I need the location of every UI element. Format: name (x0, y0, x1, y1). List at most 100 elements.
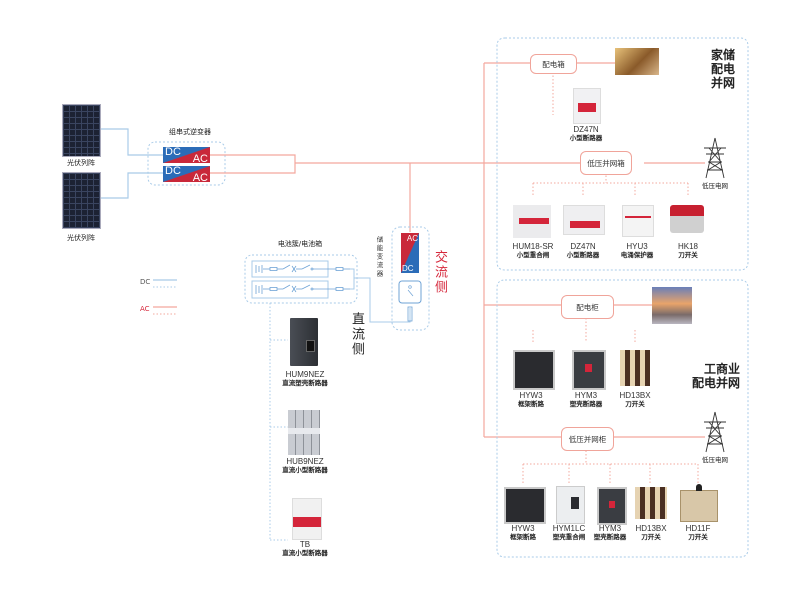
inverter-unit: DC AC (163, 147, 210, 163)
dc-text: DC (402, 264, 414, 273)
device-model: HUM9NEZ (285, 370, 325, 379)
device-caption: DZ47N 小型断路器 (555, 242, 611, 260)
device-image-hym1lc (556, 486, 585, 524)
inverter-label: 组串式逆变器 (169, 128, 211, 136)
device-image-hum18sr (513, 205, 551, 238)
device-caption: HYM3 塑壳断路器 (558, 391, 614, 409)
device-desc: 刀开关 (678, 251, 698, 259)
dc-side-label: 直流侧 (349, 312, 364, 357)
device-model: DZ47N (573, 125, 599, 134)
device-image-hd11f (680, 484, 718, 522)
legend-dc-label: DC (140, 278, 151, 286)
dc-line-pv1 (100, 128, 163, 156)
title-line: 配电 (710, 62, 735, 76)
device-model: HUB9NEZ (286, 457, 324, 466)
grid-label: 低压电网 (702, 456, 728, 464)
pcs-unit: AC DC (401, 233, 419, 273)
device-desc: 塑壳断路器 (569, 400, 603, 408)
device-desc: 塑壳重合闸 (552, 533, 586, 541)
device-caption: HUM9NEZ 直流塑壳断路器 (270, 370, 340, 388)
device-caption: HYM1LC 塑壳重合闸 (542, 524, 596, 542)
pcs-label: 储能变流器 (375, 236, 383, 279)
device-model: HD13BX (635, 524, 667, 533)
device-image-hyu3 (622, 205, 654, 237)
grid-label: 低压电网 (702, 182, 728, 190)
ac-side-label: 交流侧 (432, 250, 447, 295)
grid-cabinet-node[interactable]: 低压并网柜 (561, 427, 614, 451)
device-caption: HYM3 塑壳断路器 (583, 524, 637, 542)
device-image-hym3 (597, 487, 627, 525)
commercial-region (496, 279, 749, 558)
title-line: 并网 (710, 76, 735, 90)
device-model: HYW3 (511, 524, 535, 533)
device-image-dz47n-4p (563, 205, 605, 235)
title-line: 工商业 (703, 362, 740, 376)
device-model: DZ47N (570, 242, 596, 251)
device-caption: DZ47N 小型断路器 (556, 125, 616, 143)
home-interior-image (615, 48, 659, 75)
inverter-unit: DC AC (163, 166, 210, 182)
device-desc: 框架断路 (518, 400, 544, 408)
device-image-hd13bx (620, 350, 650, 386)
battery-label: 电池簇/电池箱 (277, 240, 323, 248)
device-desc: 刀开关 (688, 533, 708, 541)
city-skyline-image (652, 287, 692, 324)
device-desc: 框架断路 (510, 533, 536, 541)
device-caption: HUB9NEZ 直流小型断路器 (270, 457, 340, 475)
device-desc: 小型断路器 (569, 134, 603, 142)
transmission-tower-icon (704, 411, 726, 453)
device-model: HYM3 (574, 391, 598, 400)
pv-array-label: 光伏列阵 (67, 159, 95, 167)
device-caption: HK18 刀开关 (660, 242, 716, 260)
battery-box (244, 254, 358, 304)
device-model: HYW3 (519, 391, 543, 400)
ac-text: AC (192, 153, 208, 163)
distribution-box-node[interactable]: 配电箱 (530, 54, 577, 74)
device-caption: HUM18-SR 小型重合闸 (503, 242, 563, 260)
grid-box-node[interactable]: 低压并网箱 (580, 151, 632, 175)
pv-array-label: 光伏列阵 (67, 234, 95, 242)
ac-text: AC (406, 234, 418, 243)
device-image-hyw3 (504, 487, 546, 524)
device-image-hym3 (572, 350, 606, 390)
device-model: HYU3 (626, 242, 648, 251)
dc-text: DC (165, 147, 181, 158)
device-caption: HYW3 框架断路 (496, 524, 550, 542)
device-desc: 直流小型断路器 (282, 466, 328, 474)
device-desc: 直流小型断路器 (282, 549, 328, 557)
ac-text: AC (192, 172, 208, 182)
commercial-section-title: 工商业 配电并网 (670, 362, 740, 390)
dc-line-battery (350, 268, 355, 290)
ac-line-inv1 (210, 154, 296, 163)
pv-panel-image (62, 104, 101, 157)
device-model: TB (299, 540, 311, 549)
device-image-tb (292, 498, 322, 540)
device-caption: HYW3 框架断路 (503, 391, 559, 409)
device-model: HD11F (685, 524, 711, 533)
distribution-cabinet-node[interactable]: 配电柜 (561, 295, 614, 319)
device-desc: 塑壳断路器 (593, 533, 627, 541)
device-image-hyw3 (513, 350, 555, 390)
device-desc: 电涌保护器 (620, 251, 654, 259)
device-model: HYM1LC (552, 524, 586, 533)
device-image-hd13bx (635, 487, 667, 519)
device-desc: 小型断路器 (566, 251, 600, 259)
title-line: 配电并网 (691, 376, 740, 390)
device-caption: HYU3 电涌保护器 (609, 242, 665, 260)
device-model: HYM3 (598, 524, 622, 533)
ac-line-inv2 (210, 163, 296, 174)
transmission-tower-icon (704, 137, 726, 179)
legend-ac-label: AC (140, 305, 150, 313)
device-desc: 直流塑壳断路器 (282, 379, 328, 387)
device-model: HD13BX (619, 391, 651, 400)
home-region (496, 37, 749, 271)
device-caption: HD13BX 刀开关 (624, 524, 678, 542)
pv-panel-image (62, 172, 101, 229)
device-image-hum9nez (290, 318, 318, 366)
home-section-title: 家储 配电 并网 (695, 48, 735, 90)
device-caption: TB 直流小型断路器 (270, 540, 340, 558)
inverter-box (147, 141, 226, 186)
device-model: HK18 (677, 242, 698, 251)
dc-line-pv2 (100, 172, 163, 199)
